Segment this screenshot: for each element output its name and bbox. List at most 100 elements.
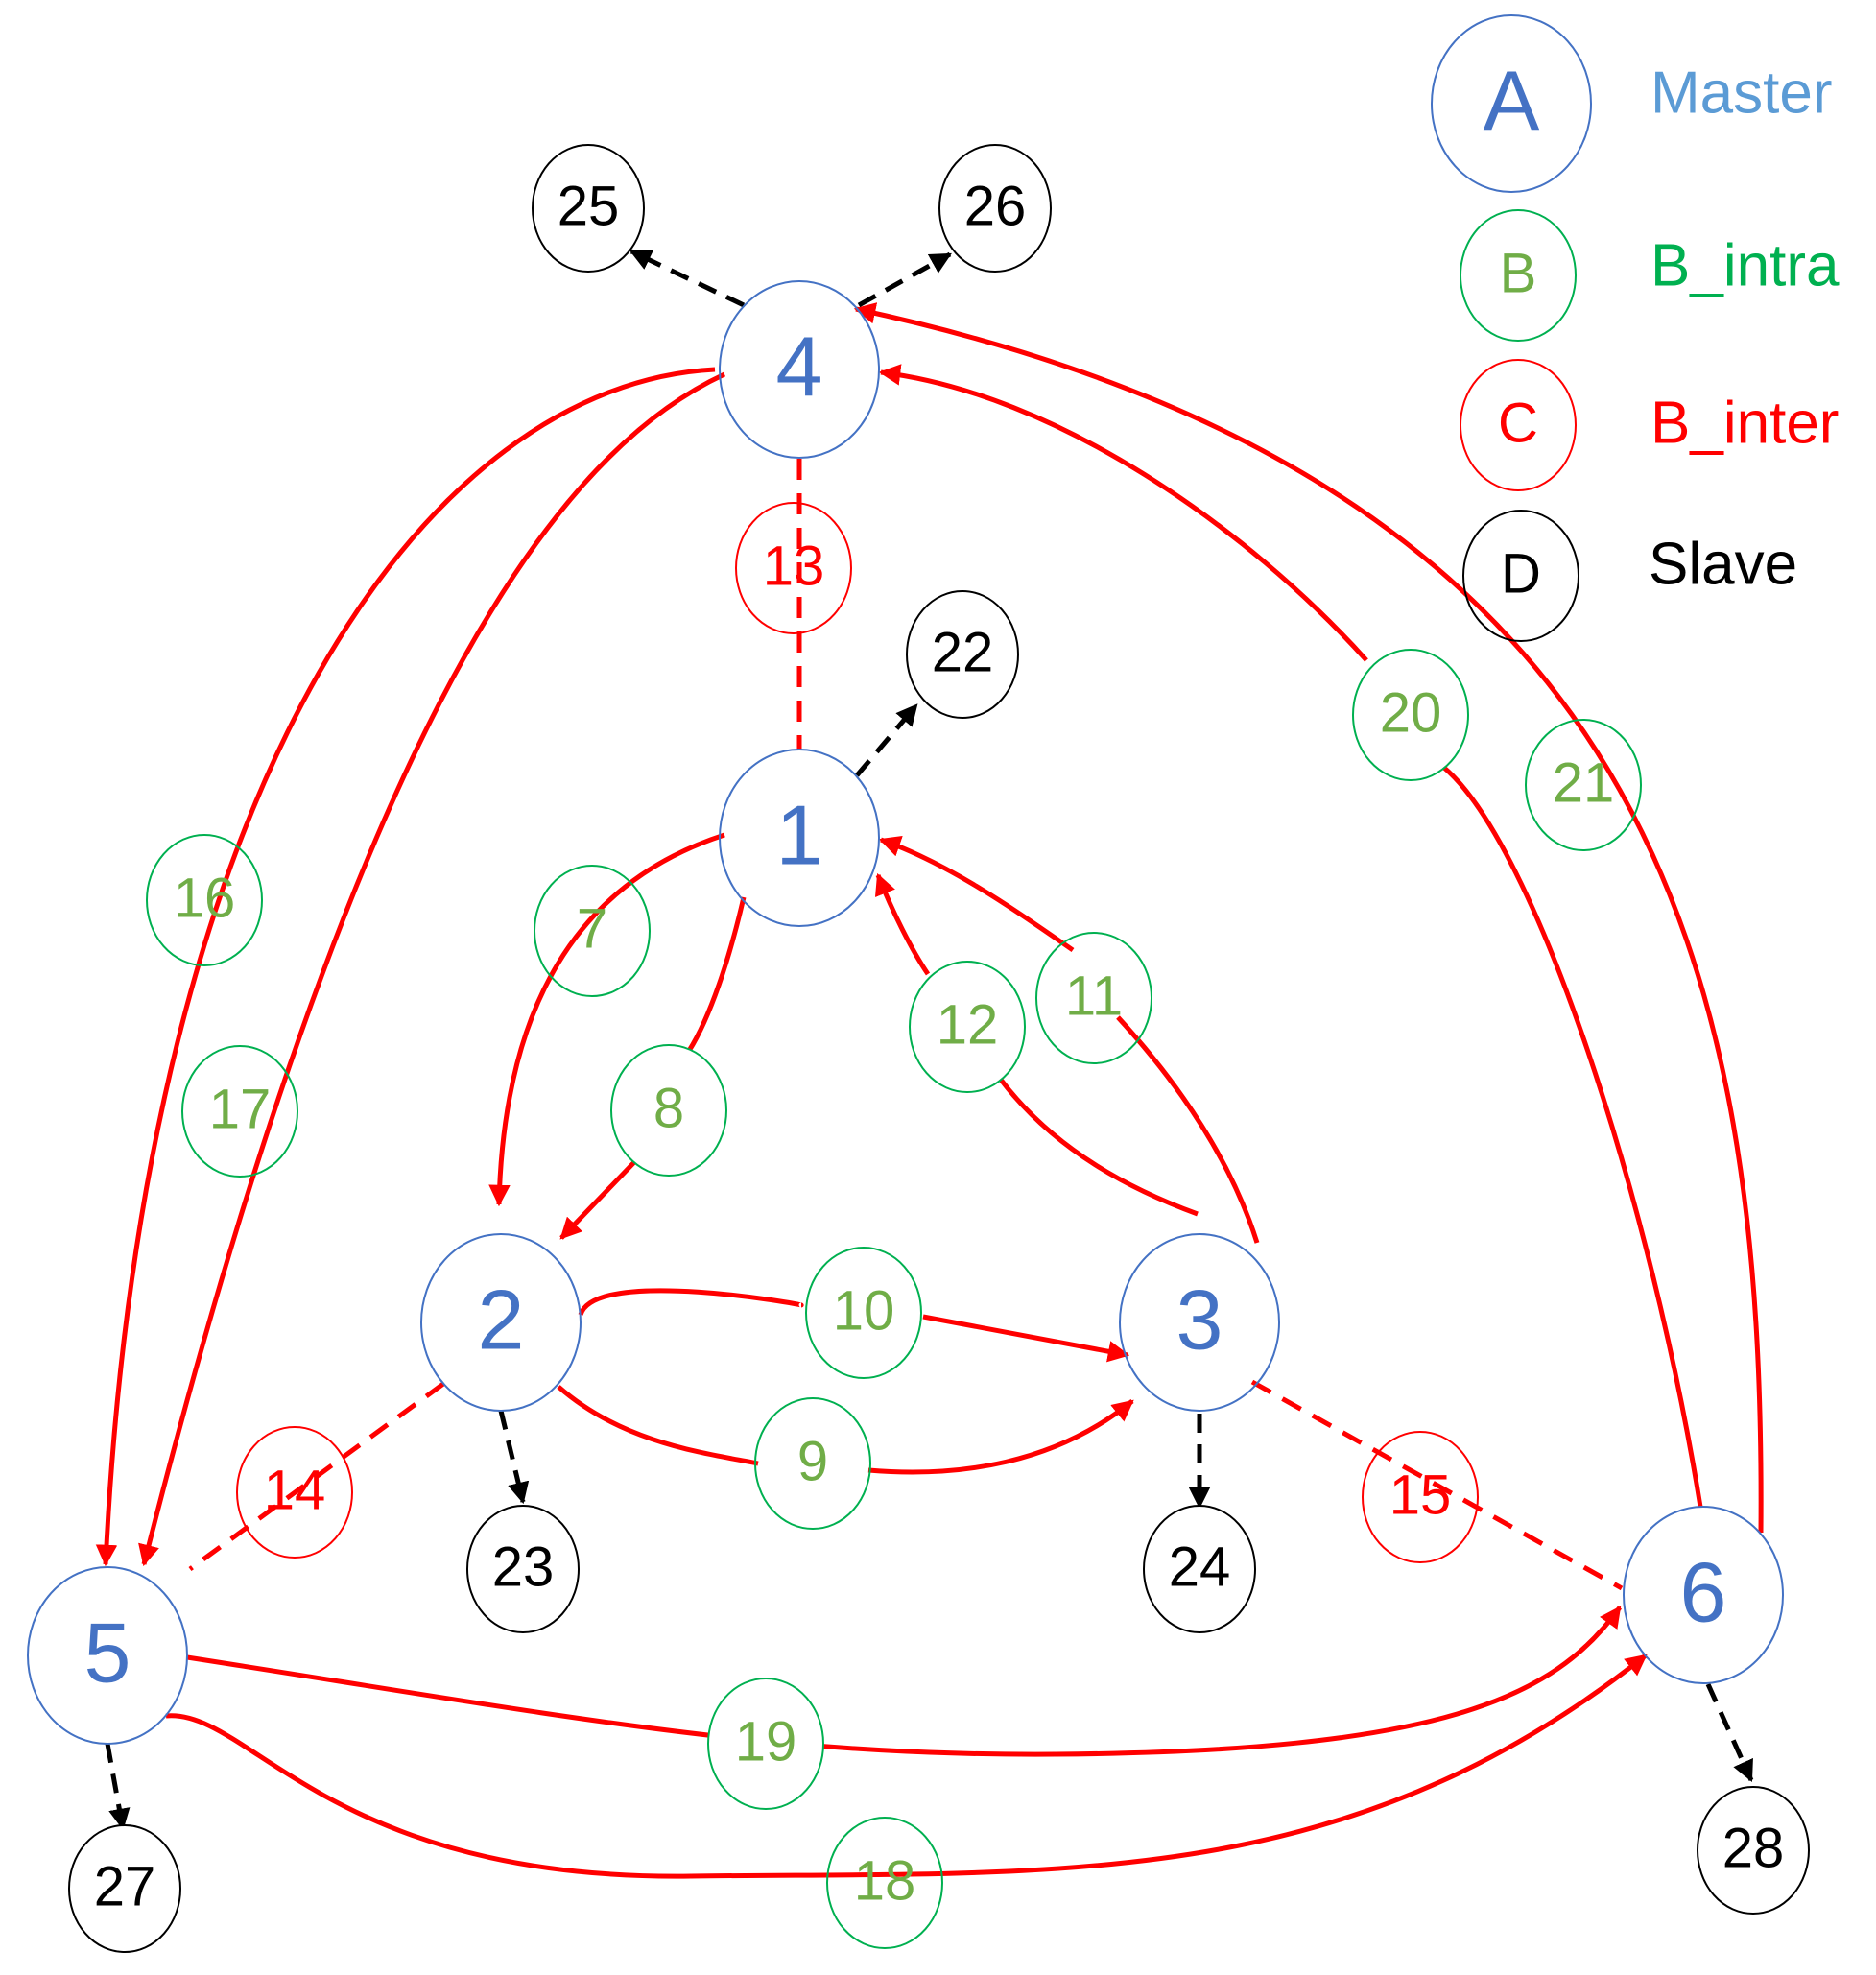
edge-link-14	[188, 1381, 445, 1572]
intra-link-node-11[interactable]: 11	[1035, 932, 1152, 1064]
slave-node-22[interactable]: 22	[906, 590, 1019, 719]
edge-link-10-tail	[922, 1314, 1130, 1363]
legend-item-master: A Master	[1431, 14, 1832, 193]
edge-link-20-tail	[878, 364, 1368, 662]
intra-link-node-21[interactable]: 21	[1525, 719, 1642, 851]
intra-link-node-9[interactable]: 9	[754, 1397, 871, 1530]
legend-label: B_intra	[1650, 233, 1840, 299]
slave-node-label: 26	[964, 176, 1027, 238]
master-node-label: 4	[776, 320, 823, 415]
inter-link-label: 14	[264, 1460, 326, 1522]
intra-link-label: 9	[797, 1431, 828, 1493]
slave-node-label: 22	[932, 622, 994, 684]
intra-link-label: 19	[735, 1711, 797, 1773]
legend-label: B_inter	[1650, 391, 1839, 457]
master-node-4[interactable]: 4	[719, 280, 880, 459]
edge-link-17	[138, 371, 726, 1567]
master-node-label: 1	[776, 788, 823, 883]
edge-link-8	[686, 896, 747, 1053]
edge-link-20	[1442, 766, 1703, 1508]
inter-link-label: 15	[1389, 1464, 1452, 1527]
slave-node-label: 28	[1722, 1818, 1785, 1880]
intra-link-node-7[interactable]: 7	[534, 865, 651, 997]
master-node-3[interactable]: 3	[1119, 1233, 1280, 1412]
edges-layer	[95, 249, 1764, 1879]
legend: A Master B B_intra C B_inter D Slave	[1431, 14, 1840, 642]
intra-link-label: 12	[937, 994, 999, 1057]
inter-link-nodes: 13 14 15	[236, 502, 1479, 1563]
intra-link-label: 16	[174, 868, 236, 930]
edge-4-26	[857, 251, 952, 308]
edge-link-18	[165, 1654, 1648, 1879]
slave-node-26[interactable]: 26	[938, 144, 1052, 273]
master-node-label: 2	[478, 1273, 525, 1368]
intra-link-label: 10	[833, 1280, 895, 1343]
edge-4-25	[629, 249, 746, 308]
slave-node-28[interactable]: 28	[1697, 1786, 1810, 1915]
edge-link-15	[1250, 1379, 1624, 1591]
edge-link-11-tail	[878, 836, 1075, 953]
slave-node-label: 27	[94, 1856, 156, 1918]
edge-link-12-tail	[874, 872, 931, 976]
legend-symbol: A	[1484, 54, 1540, 149]
master-node-2[interactable]: 2	[420, 1233, 582, 1412]
intra-link-nodes: 7 8 9 10 11 12 16 17	[146, 649, 1642, 1949]
legend-item-slave: D Slave	[1462, 510, 1797, 642]
slave-node-24[interactable]: 24	[1143, 1505, 1256, 1633]
slave-node-label: 24	[1169, 1536, 1231, 1599]
inter-link-label: 13	[763, 535, 825, 598]
edge-link-16	[95, 367, 716, 1567]
intra-link-label: 18	[854, 1850, 916, 1913]
edge-link-7	[488, 832, 725, 1207]
slave-nodes: 22 23 24 25 26 27 28	[68, 144, 1810, 1953]
slave-node-27[interactable]: 27	[68, 1824, 181, 1953]
edge-link-19	[186, 1606, 1623, 1757]
edge-link-10	[578, 1288, 804, 1317]
edge-link-12	[999, 1078, 1199, 1217]
master-node-label: 3	[1176, 1273, 1223, 1368]
intra-link-node-8[interactable]: 8	[610, 1044, 727, 1177]
intra-link-label: 7	[577, 898, 607, 961]
edge-link-21	[853, 302, 1764, 1534]
master-node-5[interactable]: 5	[27, 1566, 188, 1745]
inter-link-node-15[interactable]: 15	[1362, 1431, 1479, 1563]
inter-link-node-14[interactable]: 14	[236, 1426, 353, 1559]
inter-link-node-13[interactable]: 13	[735, 502, 852, 634]
legend-label: Master	[1650, 60, 1832, 127]
legend-item-intra: B B_intra	[1460, 209, 1840, 342]
intra-link-label: 20	[1380, 682, 1442, 745]
intra-link-node-20[interactable]: 20	[1352, 649, 1469, 781]
master-nodes: 1 2 3 4 5 6	[27, 280, 1784, 1745]
intra-link-label: 11	[1065, 965, 1123, 1028]
edge-1-22	[855, 703, 918, 777]
master-node-1[interactable]: 1	[719, 749, 880, 927]
intra-link-label: 17	[209, 1079, 272, 1141]
legend-symbol: D	[1501, 543, 1541, 606]
edge-6-28	[1705, 1682, 1754, 1783]
legend-label: Slave	[1649, 532, 1797, 598]
edge-link-8-tail	[559, 1159, 637, 1240]
intra-link-node-18[interactable]: 18	[826, 1817, 943, 1949]
master-node-label: 6	[1680, 1545, 1727, 1640]
intra-link-node-19[interactable]: 19	[707, 1678, 824, 1810]
intra-link-label: 21	[1553, 752, 1615, 815]
edge-link-9-tail	[867, 1399, 1134, 1475]
intra-link-node-10[interactable]: 10	[805, 1247, 922, 1379]
edge-5-27	[105, 1743, 131, 1831]
legend-symbol: B	[1500, 243, 1537, 305]
slave-node-25[interactable]: 25	[532, 144, 645, 273]
slave-node-label: 23	[492, 1536, 555, 1599]
legend-symbol: C	[1498, 393, 1538, 455]
intra-link-label: 8	[653, 1078, 684, 1140]
slave-node-23[interactable]: 23	[466, 1505, 580, 1633]
edge-link-9	[557, 1385, 759, 1466]
legend-item-inter: C B_inter	[1460, 359, 1839, 491]
edge-2-23	[498, 1410, 530, 1505]
master-node-6[interactable]: 6	[1623, 1506, 1784, 1684]
intra-link-node-17[interactable]: 17	[181, 1045, 298, 1178]
intra-link-node-12[interactable]: 12	[909, 961, 1026, 1093]
master-node-label: 5	[84, 1606, 131, 1701]
slave-node-label: 25	[558, 176, 620, 238]
intra-link-node-16[interactable]: 16	[146, 834, 263, 966]
